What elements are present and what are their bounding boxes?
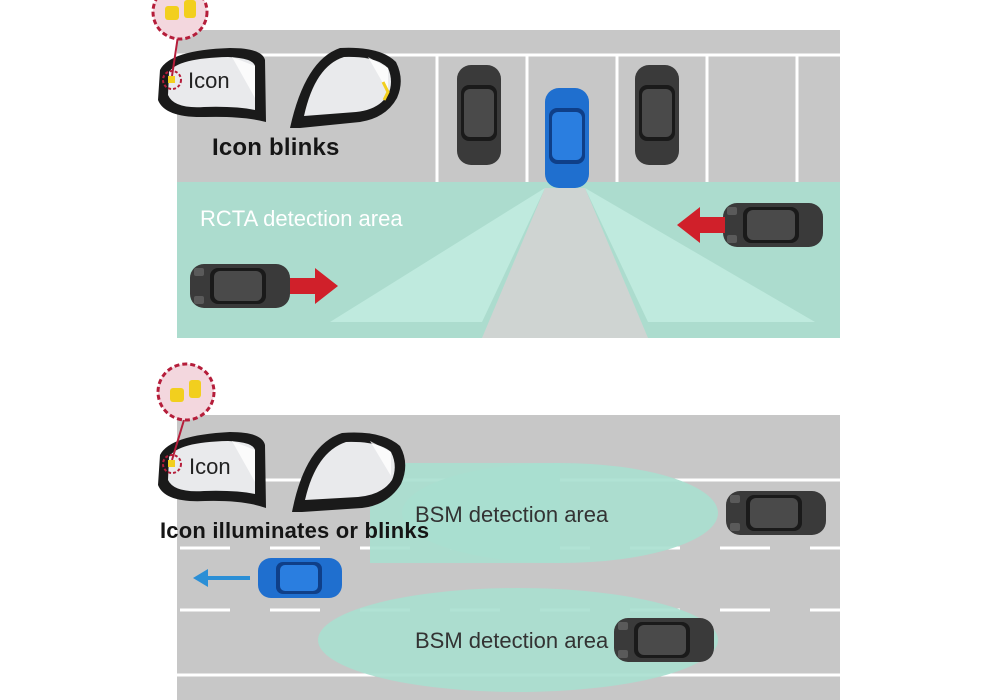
side-mirror-icon: [292, 432, 406, 512]
blind-spot-warning-icon: [156, 362, 216, 474]
side-mirror-icon: [158, 48, 266, 122]
rear-center-lane: [482, 188, 648, 338]
own-car-driving: [258, 558, 342, 598]
bottom-panel: [156, 362, 840, 700]
dashed-lane-lines: [180, 546, 840, 612]
rcta-area-label: RCTA detection area: [200, 206, 403, 231]
mirror-icon-label: Icon: [189, 454, 231, 479]
bottom-caption: Icon illuminates or blinks: [160, 518, 430, 543]
arrow-icon: [193, 569, 250, 587]
bsm-area-label-lower: BSM detection area: [415, 628, 609, 653]
bsm-area-label-upper: BSM detection area: [415, 502, 609, 527]
parking-bay-lines: [177, 53, 840, 182]
own-car-reversing: [545, 88, 589, 188]
car-lower-lane: [614, 618, 714, 662]
arrow-icon: [677, 207, 725, 243]
arrow-icon: [290, 268, 338, 304]
parked-car-left: [457, 65, 501, 165]
side-mirror-icon: [290, 47, 401, 128]
mirror-icon-label: Icon: [188, 68, 230, 93]
top-caption: Icon blinks: [212, 134, 340, 161]
bsm-detection-area-lower: [318, 588, 718, 692]
parked-car-right: [635, 65, 679, 165]
approaching-car-left: [190, 264, 290, 308]
top-panel: [151, 0, 840, 338]
blind-spot-warning-icon: [151, 0, 209, 90]
side-mirror-icon: [158, 432, 266, 508]
left-sensor-zone: [330, 188, 545, 322]
car-upper-lane: [726, 491, 826, 535]
right-sensor-zone: [585, 188, 815, 322]
approaching-car-right: [723, 203, 823, 247]
